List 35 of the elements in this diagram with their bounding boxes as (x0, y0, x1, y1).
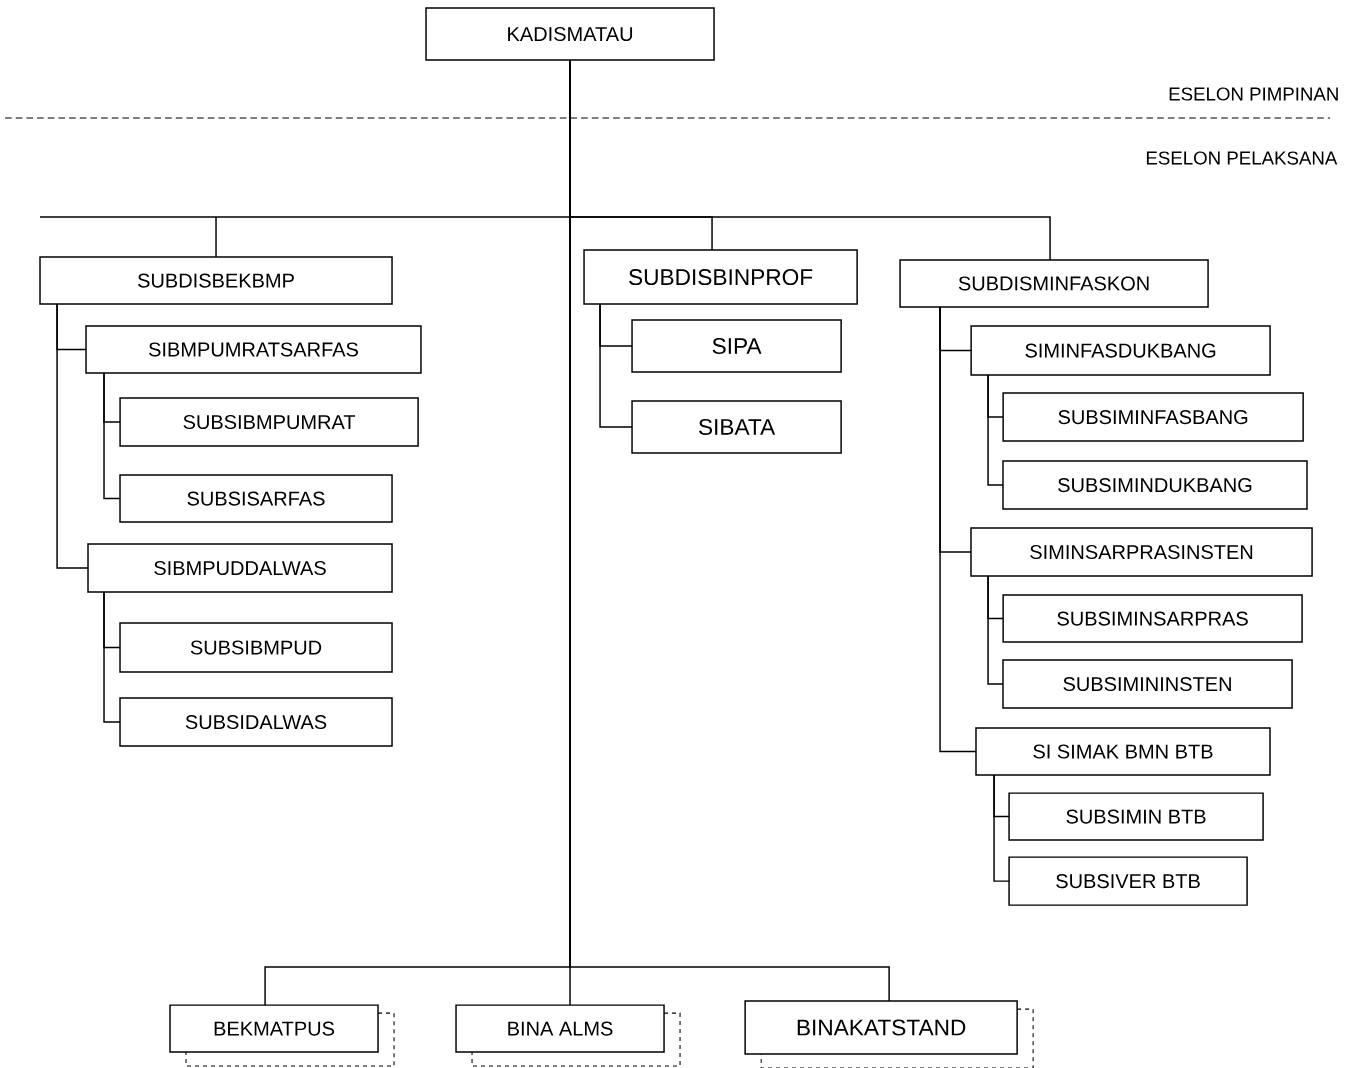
connector-line (987, 374, 1004, 486)
org-box: SUBSIMININSTEN (1002, 659, 1293, 709)
org-box: BEKMATPUS (169, 1004, 395, 1067)
connector-line (987, 575, 1004, 685)
org-box: SIPA (631, 319, 842, 373)
connector-line (599, 303, 633, 428)
org-box: SIMINFASDUKBANG (970, 325, 1271, 376)
org-box: SIBATA (631, 400, 842, 454)
org-box: KADISMATAU (425, 7, 715, 61)
org-box: SUBDISBEKBMP (39, 256, 393, 305)
org-box: SUBDISBINPROF (583, 249, 858, 305)
connector-line (993, 774, 1010, 882)
org-box: SUBSIBMPUMRAT (119, 397, 419, 447)
org-box: SUBSIMINSARPRAS (1002, 594, 1303, 643)
connector-line (939, 306, 977, 753)
org-box: SUBSIMINFASBANG (1002, 392, 1304, 442)
connector-line (103, 372, 121, 500)
org-box: SUBSIMINDUKBANG (1002, 460, 1308, 510)
org-box: SUBDISMINFASKON (899, 259, 1209, 308)
org-box: SIMINSARPRASINSTEN (970, 527, 1313, 577)
org-box: SUBSIVER BTB (1008, 856, 1248, 906)
connector-line (56, 303, 89, 569)
org-box: SUBSIBMPUD (119, 622, 393, 673)
connector-line (103, 591, 121, 723)
org-box: SUBSIDALWAS (119, 697, 393, 747)
org-box: BINAKATSTAND (744, 1000, 1034, 1068)
org-box: SIBMPUDDALWAS (87, 543, 393, 593)
org-box: SUBSIMIN BTB (1008, 792, 1264, 841)
level-label: ESELON PELAKSANA (1146, 151, 1338, 165)
org-box: BINA ALMS (455, 1004, 681, 1067)
connector-line (569, 59, 890, 1002)
level-label: ESELON PIMPINAN (1169, 87, 1338, 101)
org-box: SI SIMAK BMN BTB (975, 727, 1271, 776)
org-box: SIBMPUMRATSARFAS (85, 325, 422, 374)
org-box: SUBSISARFAS (119, 474, 393, 523)
